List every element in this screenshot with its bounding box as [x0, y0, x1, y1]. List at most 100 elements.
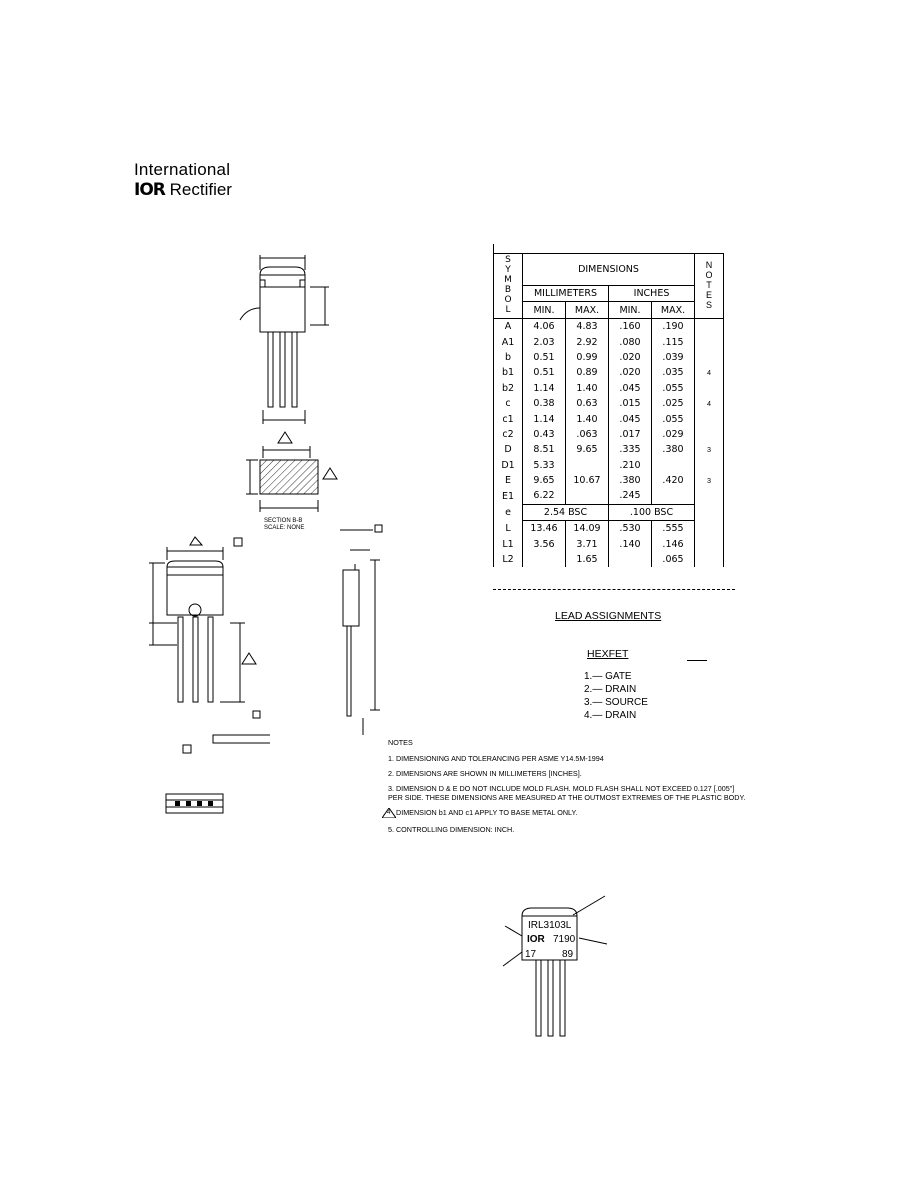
symbol-header: SYMBOL: [504, 255, 512, 315]
table-cell: [694, 520, 724, 537]
table-cell: .020: [608, 365, 652, 381]
table-cell: 3.56: [522, 536, 566, 552]
table-cell: 10.67: [565, 472, 609, 489]
note-2: 2. DIMENSIONS ARE SHOWN IN MILLIMETERS […: [388, 769, 582, 778]
package-side-view: [340, 524, 383, 735]
company-logo: International IOR Rectifier: [134, 160, 232, 200]
package-bottom-view: [165, 793, 224, 814]
table-cell: .055: [651, 380, 695, 396]
table-cell: E1: [493, 488, 523, 505]
dimensions-table: SYMBOL DIMENSIONS NOTES MILLIMETERS INCH…: [493, 253, 724, 568]
table-cell: [694, 334, 724, 350]
table-cell: 0.51: [522, 365, 566, 381]
table-cell: [608, 551, 652, 568]
in-max-header: MAX.: [651, 301, 695, 319]
table-cell: c: [493, 395, 523, 412]
package-dimensioned-front-view: [149, 536, 270, 754]
table-cell: .025: [651, 395, 695, 412]
table-cell: 2.03: [522, 334, 566, 350]
table-cell: .063: [565, 426, 609, 443]
marking-code: 7190: [553, 934, 576, 945]
lead-item: 2.— DRAIN: [584, 684, 637, 695]
table-cell: 2.92: [565, 334, 609, 350]
mm-min-header: MIN.: [522, 301, 566, 319]
in-min-header: MIN.: [608, 301, 652, 319]
table-cell: 2.54 BSC: [522, 503, 609, 522]
in-header: INCHES: [608, 284, 695, 303]
table-cell: .080: [608, 334, 652, 350]
table-cell: .140: [608, 536, 652, 552]
table-cell: .160: [608, 318, 652, 335]
table-cell: .190: [651, 318, 695, 335]
table-cell: 6.22: [522, 488, 566, 505]
table-cell: .115: [651, 334, 695, 350]
table-cell: 13.46: [522, 520, 566, 537]
table-cell: A: [493, 318, 523, 335]
table-cell: 1.40: [565, 411, 609, 427]
table-cell: [694, 318, 724, 335]
marking-date: 89: [562, 949, 574, 960]
marking-lot: 17: [525, 949, 537, 960]
table-cell: [694, 536, 724, 552]
table-cell: 3.71: [565, 536, 609, 552]
table-cell: .045: [608, 411, 652, 427]
table-cell: 0.99: [565, 349, 609, 366]
table-bottom-edge: [493, 589, 735, 591]
section-label: SECTION B-B: [264, 518, 302, 524]
table-cell: 1.14: [522, 380, 566, 396]
table-cell: 14.09: [565, 520, 609, 537]
table-cell: [565, 457, 609, 473]
mm-max-header: MAX.: [565, 301, 609, 319]
table-cell: .055: [651, 411, 695, 427]
table-cell: c1: [493, 411, 523, 427]
table-cell: D: [493, 442, 523, 458]
marking-logo: IOR: [527, 934, 546, 945]
table-cell: 0.43: [522, 426, 566, 443]
table-cell: 0.89: [565, 365, 609, 381]
table-cell: 1.65: [565, 551, 609, 568]
table-cell: .530: [608, 520, 652, 537]
lead-assignments-title: LEAD ASSIGNMENTS: [555, 610, 662, 622]
part-marking-drawing: IRL3103L IOR 7190 17 89: [502, 895, 608, 1037]
table-cell: 1.40: [565, 380, 609, 396]
table-cell: 1.14: [522, 411, 566, 427]
table-cell: b: [493, 349, 523, 366]
table-cell: E: [493, 472, 523, 489]
scale-label: SCALE: NONE: [264, 525, 304, 531]
table-cell: 8.51: [522, 442, 566, 458]
table-cell: L: [493, 520, 523, 537]
logo-line1: International: [134, 160, 231, 179]
lead-item: 3.— SOURCE: [584, 697, 648, 708]
table-cell: [694, 349, 724, 366]
blank-underline: [687, 660, 707, 661]
notes-title: NOTES: [388, 738, 413, 747]
table-cell: .380: [608, 472, 652, 489]
lead-item: 1.— GATE: [584, 671, 632, 682]
table-cell: 0.63: [565, 395, 609, 412]
table-cell: 4: [694, 365, 724, 381]
notes-block: NOTES 1. DIMENSIONING AND TOLERANCING PE…: [382, 738, 745, 837]
table-cell: c2: [493, 426, 523, 443]
table-cell: [694, 426, 724, 443]
table-cell: [651, 457, 695, 473]
table-cell: [694, 411, 724, 427]
table-cell: .335: [608, 442, 652, 458]
note-4-triangle: 4: [382, 808, 396, 819]
table-cell: .020: [608, 349, 652, 366]
lead-item: 4.— DRAIN: [584, 710, 637, 721]
table-cell: .380: [651, 442, 695, 458]
table-cell: e: [493, 504, 523, 521]
